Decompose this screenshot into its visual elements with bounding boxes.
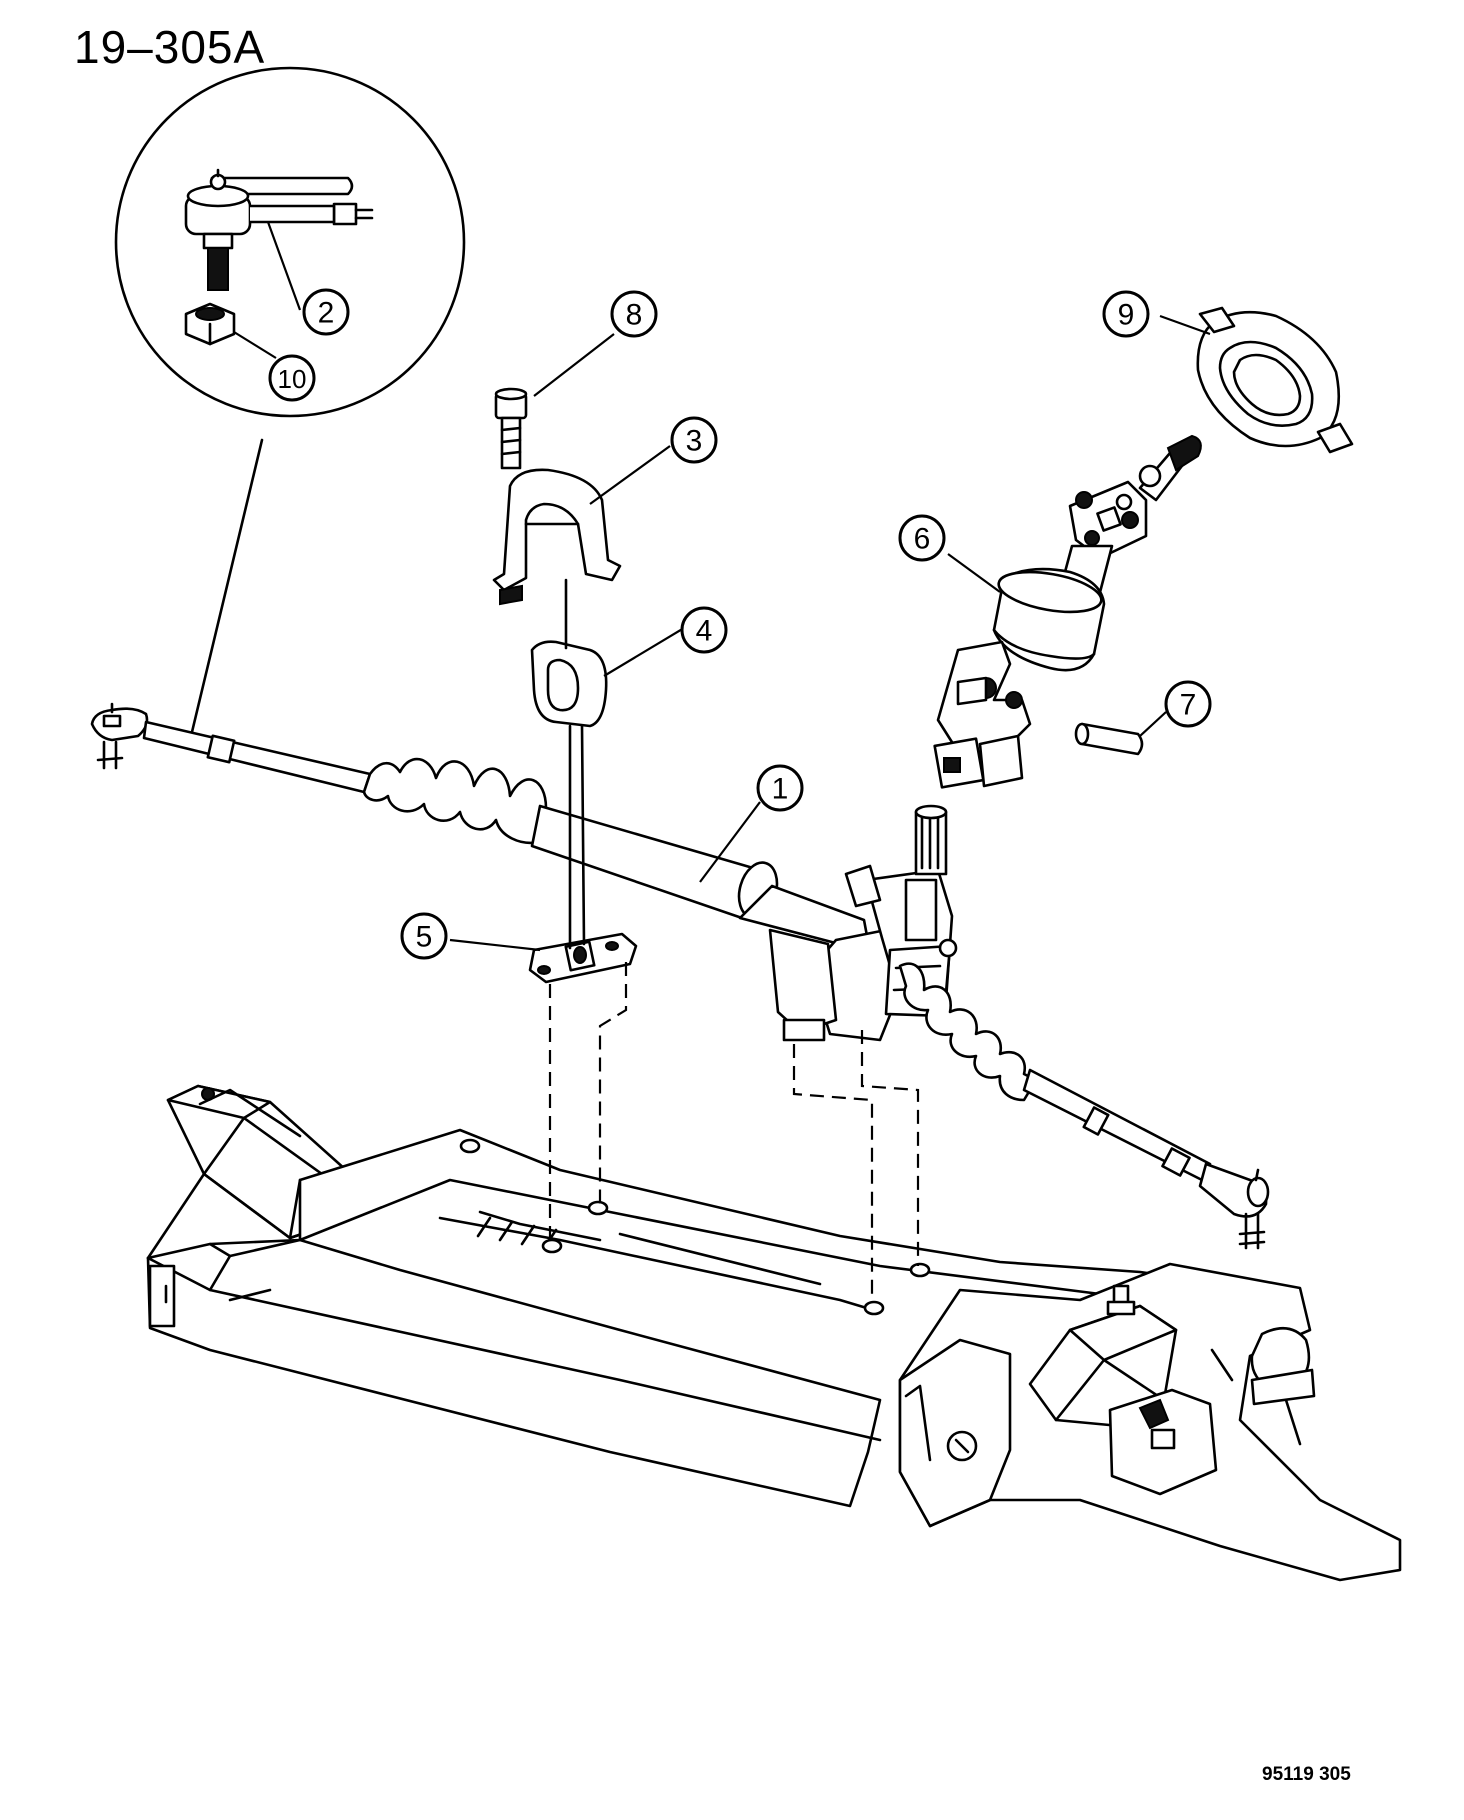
tie-rod-end-detail bbox=[184, 168, 374, 291]
callout-8-label: 8 bbox=[626, 299, 643, 332]
steering-rack-assembly bbox=[90, 702, 1270, 1250]
dash-seal bbox=[1196, 306, 1354, 454]
callout-2-label: 2 bbox=[318, 297, 335, 330]
mounting-bracket bbox=[528, 932, 638, 984]
mounting-alignment-lines bbox=[548, 962, 920, 1302]
left-tie-rod bbox=[142, 720, 372, 794]
callout-2: 2 bbox=[302, 288, 350, 336]
callout-4: 4 bbox=[680, 606, 728, 654]
left-tie-rod-end bbox=[90, 702, 149, 770]
callout-3: 3 bbox=[670, 416, 718, 464]
reference-code: 95119 305 bbox=[1262, 1764, 1351, 1785]
left-boot bbox=[362, 757, 548, 845]
right-tie-rod-adjuster bbox=[1161, 1147, 1191, 1177]
right-boot bbox=[898, 962, 1038, 1102]
callout-7: 7 bbox=[1164, 680, 1212, 728]
rack-housing-tube bbox=[530, 804, 775, 920]
bushing-to-bracket-guide-b bbox=[580, 724, 586, 946]
callout-leaders bbox=[233, 221, 1211, 952]
gear-housing bbox=[768, 804, 958, 1042]
callout-5: 5 bbox=[400, 912, 448, 960]
rack-bushing bbox=[530, 640, 608, 728]
right-tie-rod-end bbox=[1198, 1162, 1270, 1250]
rack-mounting-clamp bbox=[492, 468, 622, 606]
roll-pin bbox=[1074, 722, 1144, 756]
callout-6: 6 bbox=[898, 514, 946, 562]
detail-inset bbox=[114, 66, 466, 734]
callout-5-label: 5 bbox=[416, 921, 433, 954]
diagram-title: 19–305A bbox=[74, 21, 266, 73]
callout-8: 8 bbox=[610, 290, 658, 338]
left-tie-rod-adjuster bbox=[206, 734, 236, 764]
callout-9: 9 bbox=[1102, 290, 1150, 338]
callout-10: 10 bbox=[268, 354, 316, 402]
callout-9-label: 9 bbox=[1118, 299, 1135, 332]
intermediate-shaft bbox=[933, 434, 1202, 789]
callout-6-label: 6 bbox=[914, 523, 931, 556]
callout-7-label: 7 bbox=[1180, 689, 1197, 722]
callout-3-label: 3 bbox=[686, 425, 703, 458]
nut-detail bbox=[184, 302, 236, 346]
detail-inset-circle bbox=[114, 66, 466, 418]
callout-10-label: 10 bbox=[278, 364, 307, 394]
front-crossmember bbox=[146, 1084, 1402, 1582]
mounting-bolt bbox=[494, 387, 528, 470]
callout-1-label: 1 bbox=[772, 773, 789, 806]
callout-1: 1 bbox=[756, 764, 804, 812]
callout-4-label: 4 bbox=[696, 615, 713, 648]
detail-inset-pointer bbox=[190, 438, 264, 734]
